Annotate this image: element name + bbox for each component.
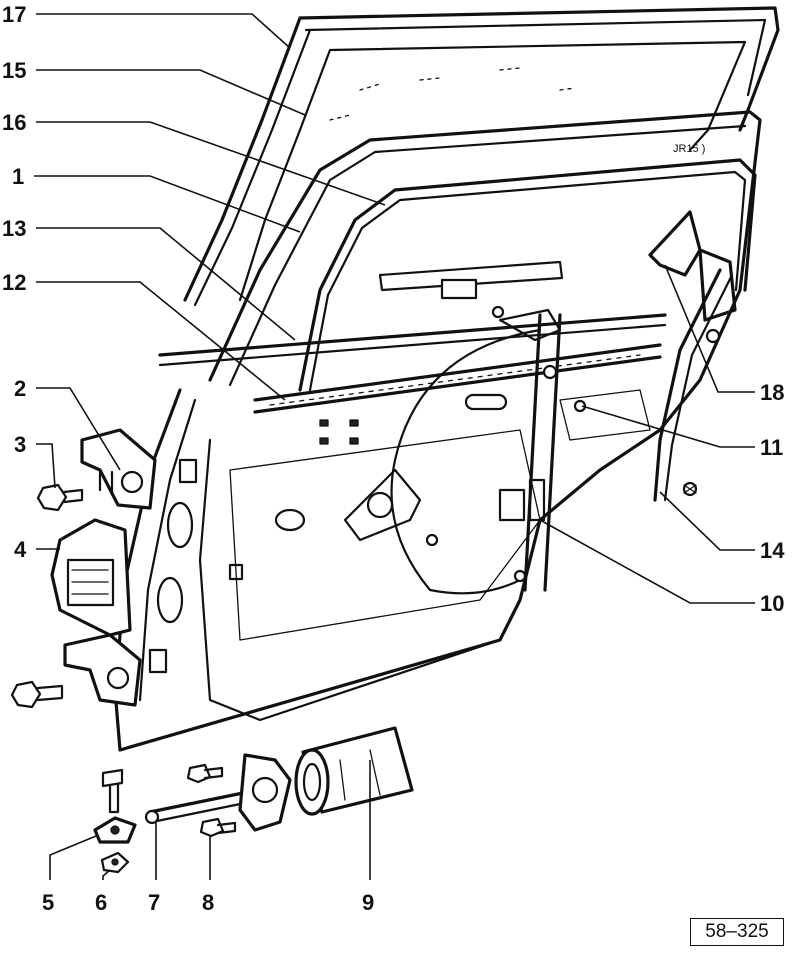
callout-5: 5 bbox=[42, 890, 54, 915]
beltline-strips bbox=[158, 313, 667, 414]
door-handle-boot bbox=[294, 726, 414, 816]
callout-9: 9 bbox=[362, 890, 374, 915]
window-regulator bbox=[343, 305, 562, 595]
callout-11: 11 bbox=[760, 435, 783, 460]
callout-17: 17 bbox=[2, 2, 26, 27]
callout-3: 3 bbox=[14, 432, 26, 457]
callout-8: 8 bbox=[202, 890, 214, 915]
hinge-bolt-upper bbox=[36, 483, 84, 512]
door-window-frame: JR15 ) bbox=[208, 110, 762, 387]
check-strap-bolt-upper bbox=[186, 763, 224, 784]
callout-1: 1 bbox=[12, 164, 24, 189]
callout-14: 14 bbox=[760, 538, 785, 563]
callout-2: 2 bbox=[14, 376, 26, 401]
striker-washer bbox=[100, 851, 130, 874]
callout-18: 18 bbox=[760, 380, 784, 405]
figure-reference-code: 58–325 bbox=[690, 918, 784, 946]
callout-numbers: 17 15 16 1 13 12 2 3 4 18 11 14 10 5 6 7… bbox=[2, 2, 785, 915]
rear-window-channel bbox=[573, 210, 737, 502]
leader-lines bbox=[34, 13, 755, 880]
callout-13: 13 bbox=[2, 216, 26, 241]
window-run-channel bbox=[298, 158, 757, 392]
door-check-strap bbox=[144, 753, 292, 832]
callout-12: 12 bbox=[2, 270, 26, 295]
callout-6: 6 bbox=[95, 890, 107, 915]
callout-15: 15 bbox=[2, 58, 26, 83]
frame-mark-text: JR15 ) bbox=[673, 143, 705, 155]
lock-striker-screw bbox=[101, 768, 124, 814]
door-inner-panel bbox=[113, 288, 742, 752]
callout-16: 16 bbox=[2, 110, 26, 135]
striker-plate bbox=[93, 816, 137, 844]
door-lock bbox=[50, 518, 132, 637]
hinge-bolt-lower bbox=[10, 680, 64, 709]
outer-door-seal bbox=[183, 6, 780, 307]
check-strap-bolt-lower bbox=[199, 817, 237, 838]
callout-4: 4 bbox=[14, 537, 27, 562]
lower-hinge bbox=[63, 633, 142, 707]
callout-7: 7 bbox=[148, 890, 160, 915]
window-glass bbox=[238, 40, 747, 302]
callout-10: 10 bbox=[760, 591, 784, 616]
